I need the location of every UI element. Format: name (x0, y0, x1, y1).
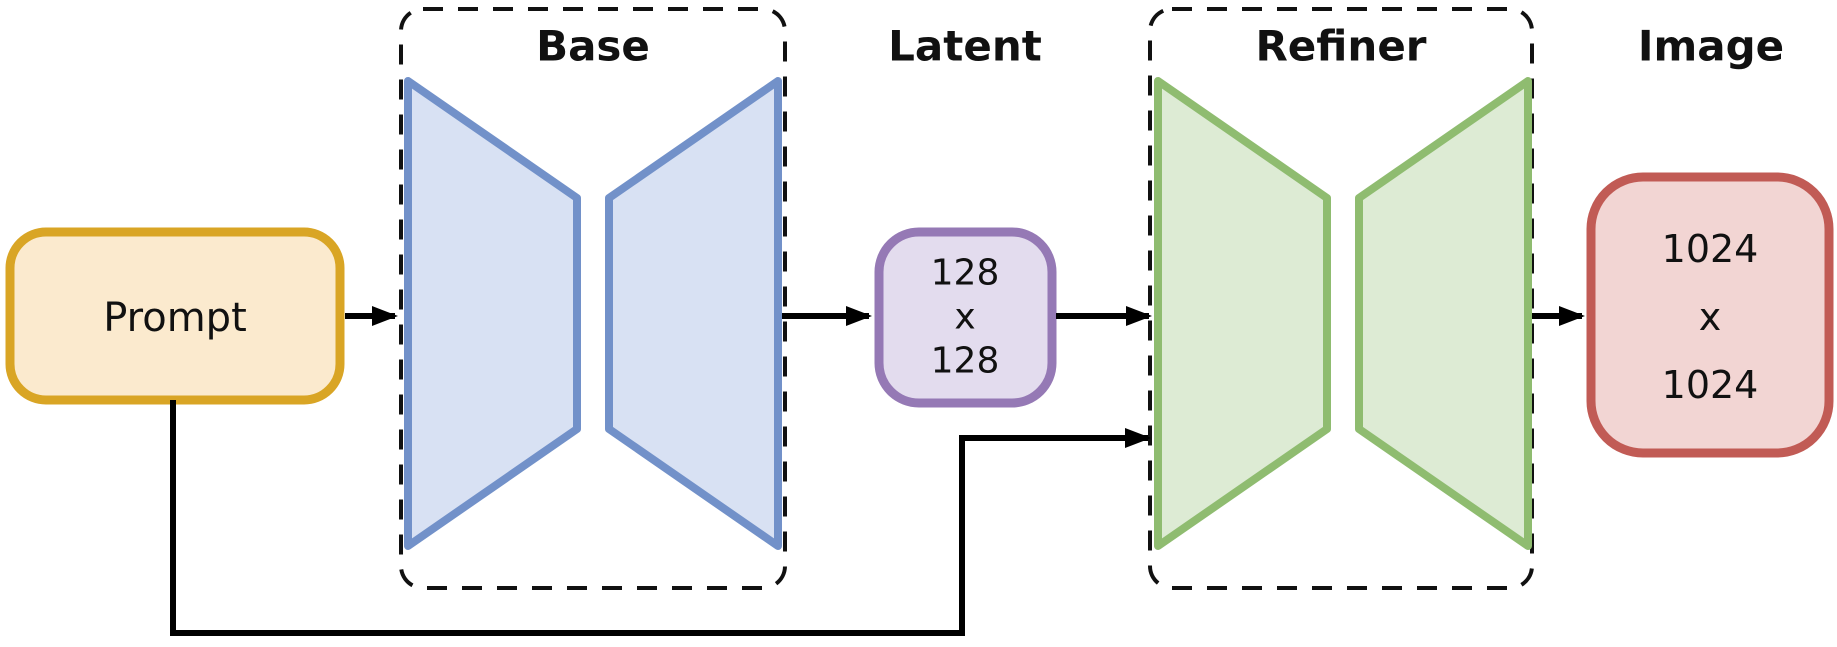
base-group-box (399, 7, 787, 590)
refiner-encoder-shape (1154, 77, 1331, 550)
refiner-decoder-shape (1355, 77, 1532, 550)
prompt-node-label: Prompt (103, 295, 247, 341)
image-label: Image (1638, 22, 1784, 71)
base-label: Base (536, 22, 650, 71)
arrow-prompt-to-refiner-conditioning (170, 400, 1151, 636)
latent-label: Latent (888, 22, 1042, 71)
image-size-line-1: 1024 (1662, 227, 1759, 271)
base-decoder-shape (605, 77, 782, 550)
latent-node (874, 227, 1057, 408)
image-size-line-3: 1024 (1662, 363, 1759, 407)
image-node (1586, 172, 1834, 458)
latent-size-line-2: x (954, 297, 975, 338)
latent-size-line-3: 128 (931, 341, 1000, 382)
refiner-label: Refiner (1255, 22, 1426, 71)
latent-size-line-1: 128 (931, 253, 1000, 294)
base-encoder-shape (404, 77, 581, 550)
image-size-line-2: x (1699, 295, 1722, 339)
